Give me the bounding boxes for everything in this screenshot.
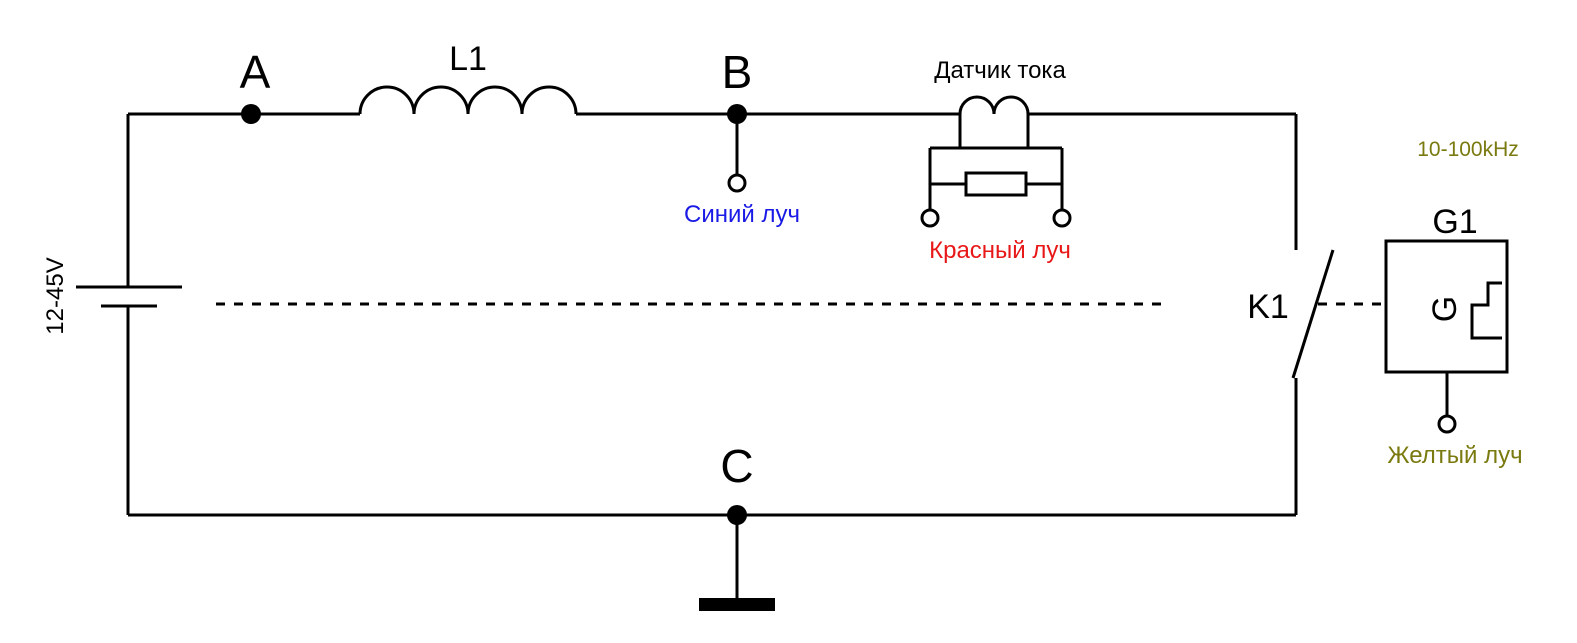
frequency-label: 10-100kHz xyxy=(1417,138,1519,161)
probe-red-label: Красный луч xyxy=(929,237,1071,264)
node-b-dot xyxy=(727,104,747,124)
node-a-dot xyxy=(241,104,261,124)
switch-k1-blade xyxy=(1291,249,1335,379)
probe-red-terminal-left xyxy=(920,208,940,228)
probe-blue-terminal xyxy=(727,173,747,193)
probe-red-terminal-right xyxy=(1052,208,1072,228)
probe-yellow-label: Желтый луч xyxy=(1387,442,1522,469)
current-sensor-coil xyxy=(958,95,1030,115)
battery-voltage-label: 12-45V xyxy=(42,257,69,334)
inductor-l1-coil xyxy=(358,85,578,115)
probe-blue-label: Синий луч xyxy=(684,201,800,228)
inductor-label: L1 xyxy=(449,40,487,78)
current-sensor-label: Датчик тока xyxy=(934,57,1066,84)
node-a-label: A xyxy=(240,46,271,98)
node-c-dot xyxy=(727,505,747,525)
generator-label: G1 xyxy=(1432,203,1477,241)
generator-symbol: G xyxy=(1426,296,1464,322)
switch-label: K1 xyxy=(1247,288,1289,326)
node-c-label: C xyxy=(720,440,753,492)
node-b-label: B xyxy=(722,46,753,98)
shunt-resistor xyxy=(964,171,1028,197)
ground-plate xyxy=(699,598,775,611)
pulse-icon xyxy=(1470,281,1502,340)
probe-yellow-terminal xyxy=(1437,414,1457,434)
